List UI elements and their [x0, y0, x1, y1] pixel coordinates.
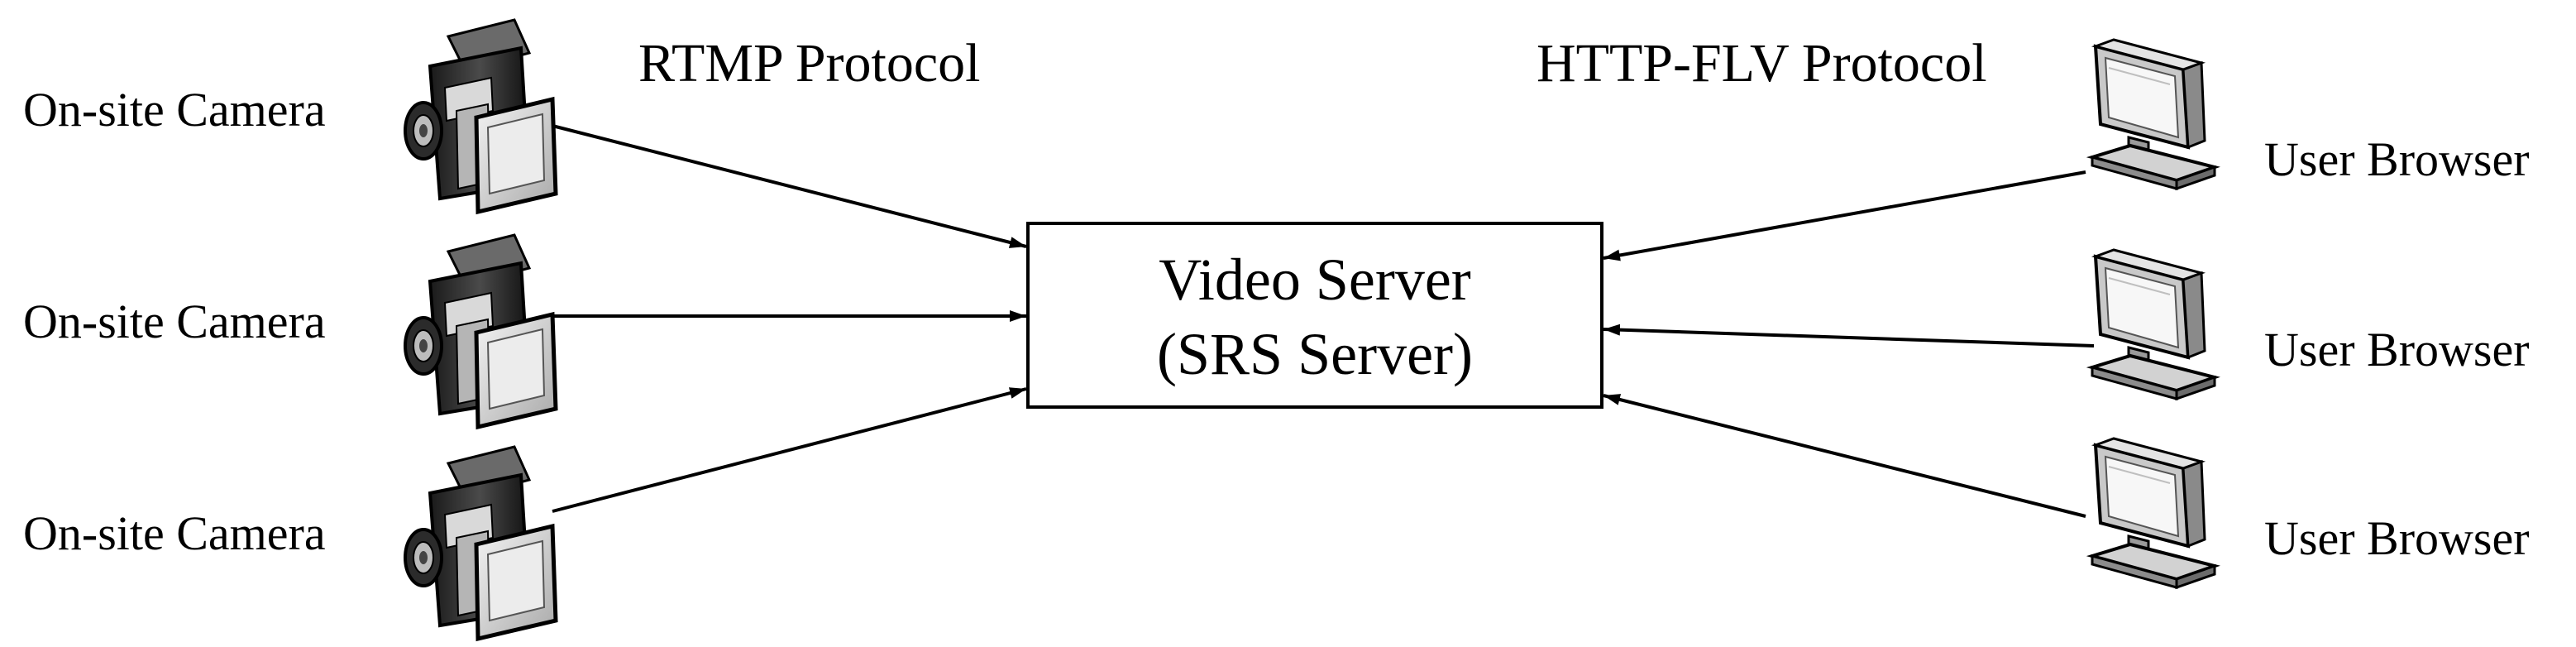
camera-label: On-site Camera [23, 506, 326, 560]
http-flv-stream-arrow [1603, 394, 2086, 518]
camera-label: On-site Camera [23, 295, 326, 348]
rtmp-protocol-label: RTMP Protocol [638, 33, 980, 93]
video-server-node: Video Server (SRS Server) [1026, 222, 1603, 409]
browser-node: User Browser [2091, 248, 2530, 400]
browser-node: User Browser [2091, 437, 2530, 589]
http-flv-stream-arrow [1603, 170, 2086, 261]
video-camera-icon [405, 20, 556, 212]
server-subtitle: (SRS Server) [1157, 321, 1473, 387]
video-camera-icon [405, 235, 556, 427]
http-flv-stream-arrow [1603, 324, 2095, 347]
server-box [1026, 222, 1603, 409]
rtmp-stream-arrow [552, 124, 1027, 248]
computer-monitor-icon [2091, 38, 2216, 190]
server-title: Video Server [1159, 247, 1471, 313]
camera-label: On-site Camera [23, 83, 326, 137]
computer-monitor-icon [2091, 248, 2216, 400]
computer-monitor-icon [2091, 437, 2216, 589]
camera-node: On-site Camera [23, 447, 556, 639]
video-camera-icon [405, 447, 556, 639]
camera-node: On-site Camera [23, 20, 556, 212]
camera-node: On-site Camera [23, 235, 556, 427]
browser-node: User Browser [2091, 38, 2530, 190]
browser-label: User Browser [2264, 511, 2530, 565]
browser-label: User Browser [2264, 132, 2530, 186]
rtmp-stream-arrow [552, 387, 1027, 513]
http-flv-protocol-label: HTTP-FLV Protocol [1537, 33, 1987, 93]
browser-label: User Browser [2264, 323, 2530, 376]
